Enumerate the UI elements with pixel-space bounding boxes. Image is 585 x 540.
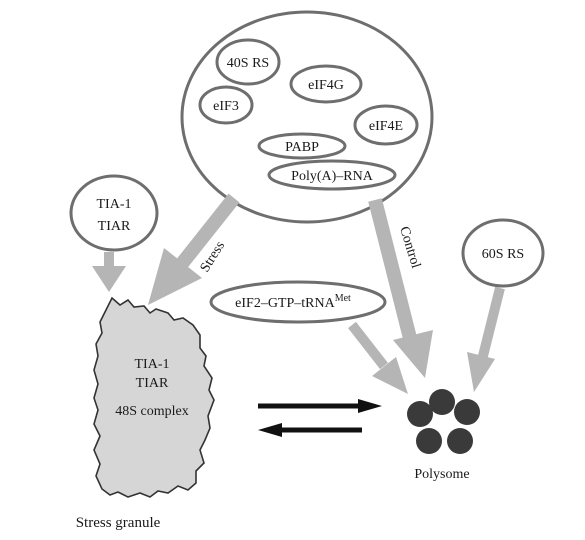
40s-rs-label: 40S RS xyxy=(227,56,269,71)
ternary-main: eIF2–GTP–tRNA xyxy=(235,296,335,311)
stress-arrow-shaft xyxy=(174,193,240,271)
ternary-to-polysome-arrow-head xyxy=(372,357,408,394)
eif4g-oval xyxy=(289,64,363,104)
60s-to-polysome-arrow-head xyxy=(467,352,495,392)
60s-rs-label: 60S RS xyxy=(482,247,524,262)
tia-tiar-bubble xyxy=(69,174,159,252)
forward-arrow-head xyxy=(358,399,382,413)
tia-to-granule-arrow-head xyxy=(92,266,126,292)
polya-rna-label: Poly(A)–RNA xyxy=(291,169,374,184)
pabp-label: PABP xyxy=(285,140,319,155)
eif4e-label: eIF4E xyxy=(369,119,403,134)
ternary-sup: Met xyxy=(335,293,351,304)
ribosome xyxy=(416,428,442,454)
60s-rs-bubble xyxy=(461,218,545,288)
eif4e-oval xyxy=(353,104,419,146)
tia-bubble-line1: TIA-1 xyxy=(97,197,132,212)
pabp-oval xyxy=(257,132,347,160)
40s-rs-oval xyxy=(215,38,281,86)
ribosome xyxy=(429,389,455,415)
eif3-oval xyxy=(198,85,254,125)
control-arrow-label: Control xyxy=(396,225,423,270)
ternary-complex-label: eIF2–GTP–tRNAMet xyxy=(235,293,351,311)
granule-48s-label: 48S complex xyxy=(115,404,189,419)
granule-tia-label: TIA-1 xyxy=(135,357,170,372)
initiation-complex-circle xyxy=(180,10,434,224)
polysome-caption: Polysome xyxy=(414,467,469,482)
granule-tiar-label: TIAR xyxy=(136,376,169,391)
ribosome xyxy=(447,428,473,454)
tia-bubble-line2: TIAR xyxy=(98,219,131,234)
eif4g-label: eIF4G xyxy=(308,78,344,93)
polya-rna-oval xyxy=(267,159,397,191)
stress-granule-shape xyxy=(93,296,215,498)
60s-to-polysome-arrow-shaft xyxy=(477,286,505,362)
control-arrow-head xyxy=(393,330,433,378)
stress-arrow-head xyxy=(148,248,202,305)
eif3-label: eIF3 xyxy=(213,99,239,114)
ternary-complex-oval xyxy=(209,280,387,324)
reverse-arrow-head xyxy=(258,423,282,437)
ribosome xyxy=(454,399,480,425)
control-arrow-shaft xyxy=(368,198,420,352)
ribosome xyxy=(407,401,433,427)
stress-granule-caption: Stress granule xyxy=(76,515,161,531)
ternary-to-polysome-arrow-shaft xyxy=(348,321,388,370)
